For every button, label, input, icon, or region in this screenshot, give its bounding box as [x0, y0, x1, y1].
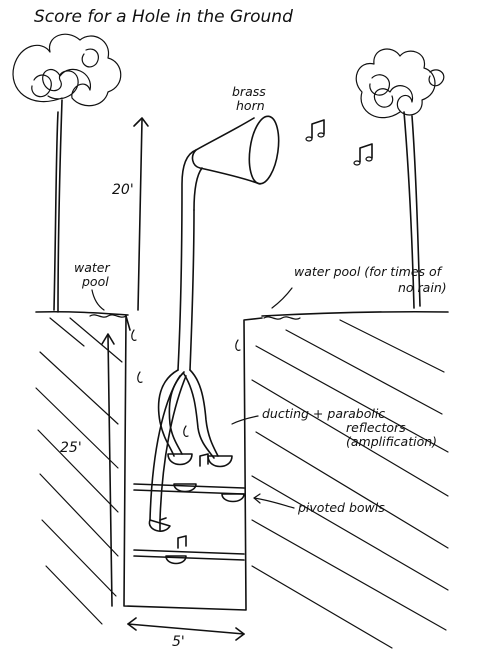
soil-hatching-right: [251, 319, 449, 649]
hole-lip-left: [125, 315, 131, 331]
depth-arrow: [107, 335, 113, 607]
width-arrow: [127, 623, 245, 635]
ducting-label-line3: (amplification): [346, 434, 437, 449]
brass-label: brass: [232, 84, 266, 99]
brass-horn-icon: [177, 115, 280, 371]
water-pool-right-label-line2: no rain): [398, 280, 447, 295]
water-pool-right-pointer: [271, 287, 293, 309]
ground-right: [261, 310, 449, 317]
hole-width-label: 5': [172, 634, 185, 650]
pivoted-bowls-label: pivoted bowls: [297, 500, 385, 515]
height-arrow-head: [133, 117, 149, 127]
ducting-label-line2: reflectors: [346, 420, 406, 435]
left-tree-icon: [12, 33, 122, 313]
pivoted-bowls-pointer: [253, 497, 295, 509]
ducting-label-line1: ducting + parabolic: [262, 406, 385, 421]
horn-height-label: 20': [112, 182, 134, 198]
pivoted-bowls-pointer-head: [253, 493, 261, 504]
ground-left: [35, 310, 129, 316]
parabolic-reflector-icons: [148, 453, 233, 532]
water-drop-icons: [131, 329, 241, 437]
water-pool-left-label-line2: pool: [81, 274, 109, 289]
hole-outline: [123, 315, 263, 611]
water-pool-right-icon: [263, 316, 301, 320]
water-pool-left-label-line1: water: [74, 260, 110, 275]
depth-arrow-head: [101, 333, 115, 345]
right-tree-icon: [355, 48, 445, 309]
soil-hatching-left: [35, 317, 123, 625]
ducting-pipes: [149, 369, 219, 521]
ducting-pointer: [231, 415, 259, 425]
music-note-icons: [159, 119, 373, 549]
width-arrow-head-right: [235, 627, 245, 641]
height-arrow: [137, 119, 143, 311]
water-pool-right-label-line1: water pool (for times of: [294, 264, 443, 279]
page-title: Score for a Hole in the Ground: [34, 7, 293, 27]
pivoted-bowl-shelves: [133, 483, 245, 561]
width-arrow-head-left: [127, 617, 137, 631]
hole-depth-label: 25': [60, 440, 82, 456]
water-pool-left-pointer: [91, 289, 105, 311]
horn-label: horn: [236, 98, 265, 113]
water-pool-left-icon: [89, 314, 127, 318]
bowl-icons: [165, 483, 245, 565]
